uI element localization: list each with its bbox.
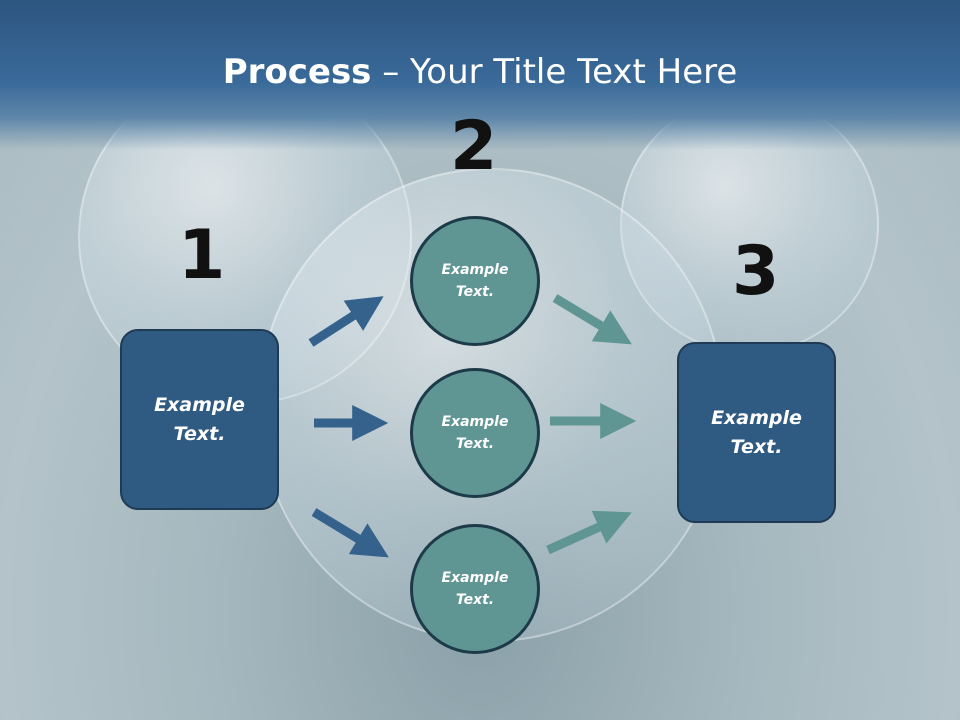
step-number-3: 3 <box>732 232 780 311</box>
box-left-line2: Text. <box>173 422 226 445</box>
step-number-2: 2 <box>450 107 498 186</box>
arrow-from-circle-3 <box>546 510 632 555</box>
circle-3-line1: Example <box>441 569 509 586</box>
slide-title: Process – Your Title Text Here <box>0 52 960 92</box>
circle-1-line2: Text. <box>455 284 495 300</box>
circle-3-line2: Text. <box>455 592 495 608</box>
box-left-line1: Example <box>154 394 245 416</box>
box-right-line1: Example <box>711 407 802 429</box>
title-banner <box>0 0 960 150</box>
title-bold: Process <box>222 52 372 92</box>
step-number-1: 1 <box>178 216 226 295</box>
box-right-line2: Text. <box>730 435 783 458</box>
arrow-to-circle-1 <box>308 296 384 347</box>
title-rest: – Your Title Text Here <box>371 52 738 92</box>
arrow-from-circle-1 <box>552 294 632 345</box>
circle-2-line1: Example <box>441 413 509 430</box>
circle-2-line2: Text. <box>455 436 495 452</box>
circle-1-line1: Example <box>441 261 509 278</box>
arrow-to-circle-3 <box>311 508 389 558</box>
